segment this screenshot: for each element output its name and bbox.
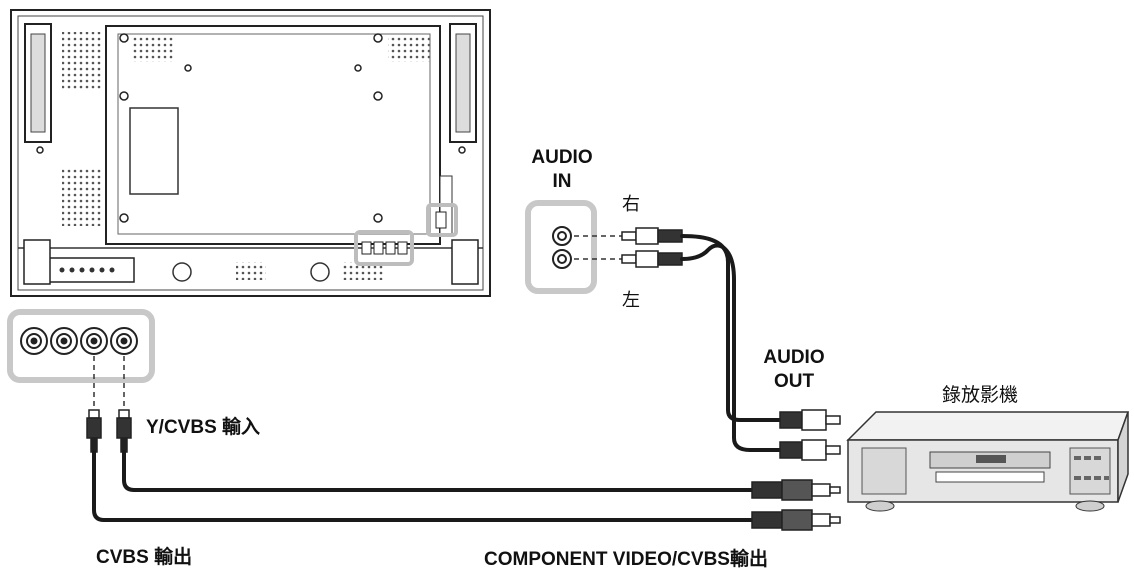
video-out-plugs: [751, 479, 841, 531]
video-input-jacks: [7, 309, 155, 410]
panel-video-port-highlight: [354, 230, 414, 266]
bnc-plug-icon: [86, 409, 132, 453]
audio-out-label: AUDIO OUT: [752, 346, 836, 394]
audio-input-jacks: [525, 200, 622, 294]
vcr-label: 錄放影機: [942, 384, 1019, 406]
y-cvbs-input-label: Y/CVBS 輸入: [146, 417, 261, 438]
audio-out-label-line2: OUT: [773, 371, 815, 392]
component-output-label: COMPONENT VIDEO/CVBS輸出: [484, 549, 768, 570]
panel-audio-port-highlight: [426, 203, 458, 237]
cables: [92, 234, 782, 522]
audio-in-label: AUDIO IN: [520, 146, 604, 194]
vcr-device: [846, 411, 1130, 512]
right-channel-label: 右: [622, 194, 640, 215]
cvbs-output-label: CVBS 輸出: [96, 547, 193, 568]
monitor-rear-panel: [10, 9, 491, 297]
audio-in-label-line2: IN: [552, 171, 572, 192]
audio-in-label-line1: AUDIO: [531, 147, 593, 168]
left-channel-label: 左: [622, 290, 640, 311]
audio-out-label-line1: AUDIO: [763, 347, 825, 368]
rca-plug-icon: [621, 227, 683, 268]
audio-out-plugs: [779, 409, 841, 461]
